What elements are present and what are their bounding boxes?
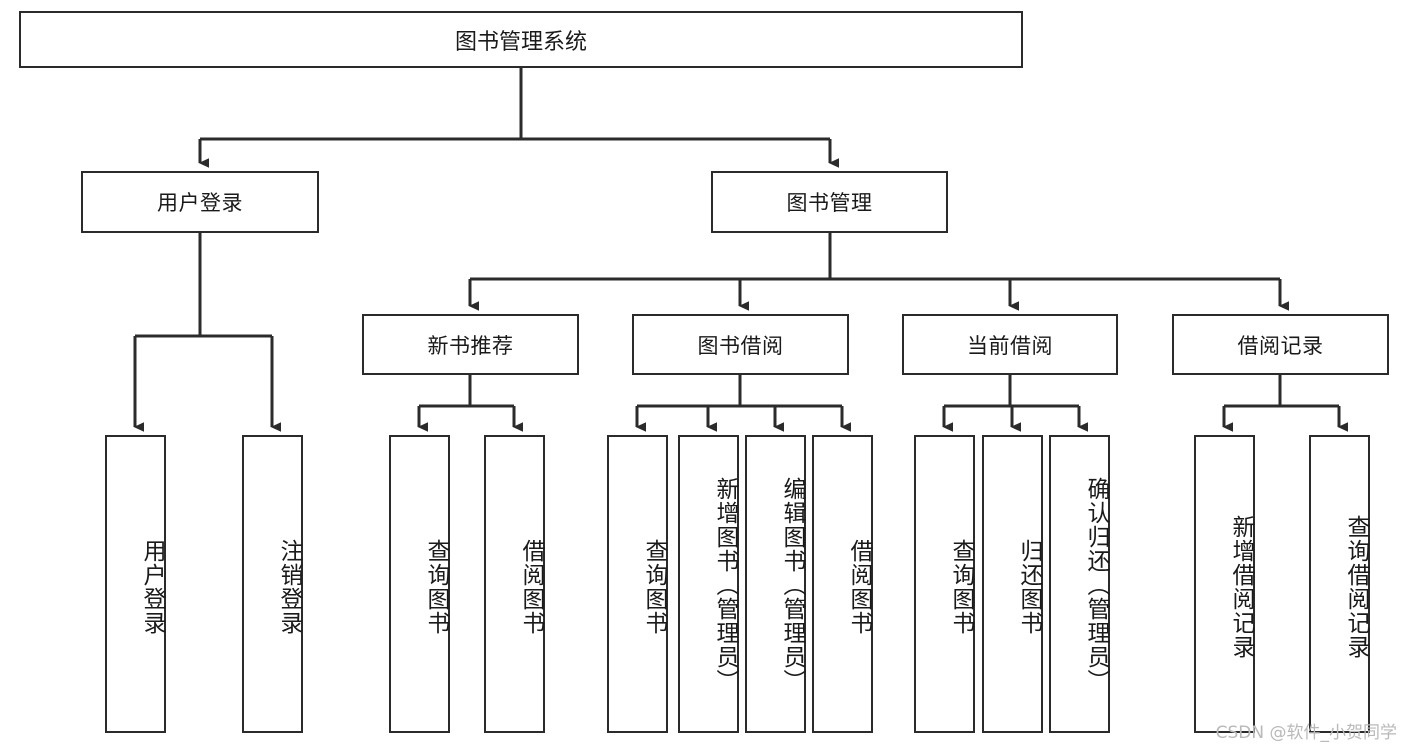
node-label: 借阅图书: [518, 539, 544, 635]
leaf-add-borrow-record[interactable]: 新增借阅记录: [1194, 435, 1255, 733]
node-label: 新增借阅记录: [1228, 515, 1254, 659]
node-label: 借阅记录: [1237, 333, 1324, 358]
node-new-book-recommendation[interactable]: 新书推荐: [362, 314, 579, 375]
node-label: 图书管理: [786, 191, 873, 215]
node-borrow-records[interactable]: 借阅记录: [1172, 314, 1389, 375]
leaf-user-login[interactable]: 用户登录: [105, 435, 166, 733]
node-label: 当前借阅: [967, 333, 1053, 358]
leaf-return-book[interactable]: 归还图书: [982, 435, 1043, 733]
leaf-query-book-borrow[interactable]: 查询图书: [607, 435, 668, 733]
node-label: 查询图书: [948, 539, 974, 635]
node-label: 用户登录: [157, 191, 243, 215]
node-label: 图书借阅: [697, 333, 784, 358]
csdn-watermark: CSDN @软件_小贺同学: [1215, 723, 1397, 743]
leaf-query-book-new-rec[interactable]: 查询图书: [389, 435, 450, 733]
leaf-borrow-book-borrow[interactable]: 借阅图书: [812, 435, 873, 733]
leaf-query-book-current[interactable]: 查询图书: [914, 435, 975, 733]
node-label: 新书推荐: [427, 333, 514, 358]
node-label: 注销登录: [276, 539, 302, 635]
leaf-confirm-return-admin[interactable]: 确认归还（管理员）: [1049, 435, 1110, 733]
node-book-management[interactable]: 图书管理: [711, 171, 948, 233]
node-label: 查询图书: [641, 539, 667, 635]
node-label: 编辑图书（管理员）: [779, 477, 805, 693]
node-user-login[interactable]: 用户登录: [81, 171, 319, 233]
node-label: 查询图书: [423, 539, 449, 635]
node-root-system[interactable]: 图书管理系统: [19, 11, 1023, 68]
node-label: 图书管理系统: [454, 29, 587, 55]
node-book-borrowing[interactable]: 图书借阅: [632, 314, 849, 375]
node-label: 查询借阅记录: [1343, 515, 1369, 659]
leaf-user-logout[interactable]: 注销登录: [242, 435, 303, 733]
node-label: 用户登录: [139, 539, 165, 635]
leaf-query-borrow-record[interactable]: 查询借阅记录: [1309, 435, 1370, 733]
node-label: 新增图书（管理员）: [712, 477, 738, 693]
node-current-borrowing[interactable]: 当前借阅: [902, 314, 1118, 375]
node-label: 借阅图书: [846, 539, 872, 635]
leaf-edit-book-admin[interactable]: 编辑图书（管理员）: [745, 435, 806, 733]
leaf-add-book-admin[interactable]: 新增图书（管理员）: [678, 435, 739, 733]
node-label: 归还图书: [1016, 539, 1042, 635]
node-label: 确认归还（管理员）: [1083, 477, 1109, 693]
leaf-borrow-book-new-rec[interactable]: 借阅图书: [484, 435, 545, 733]
